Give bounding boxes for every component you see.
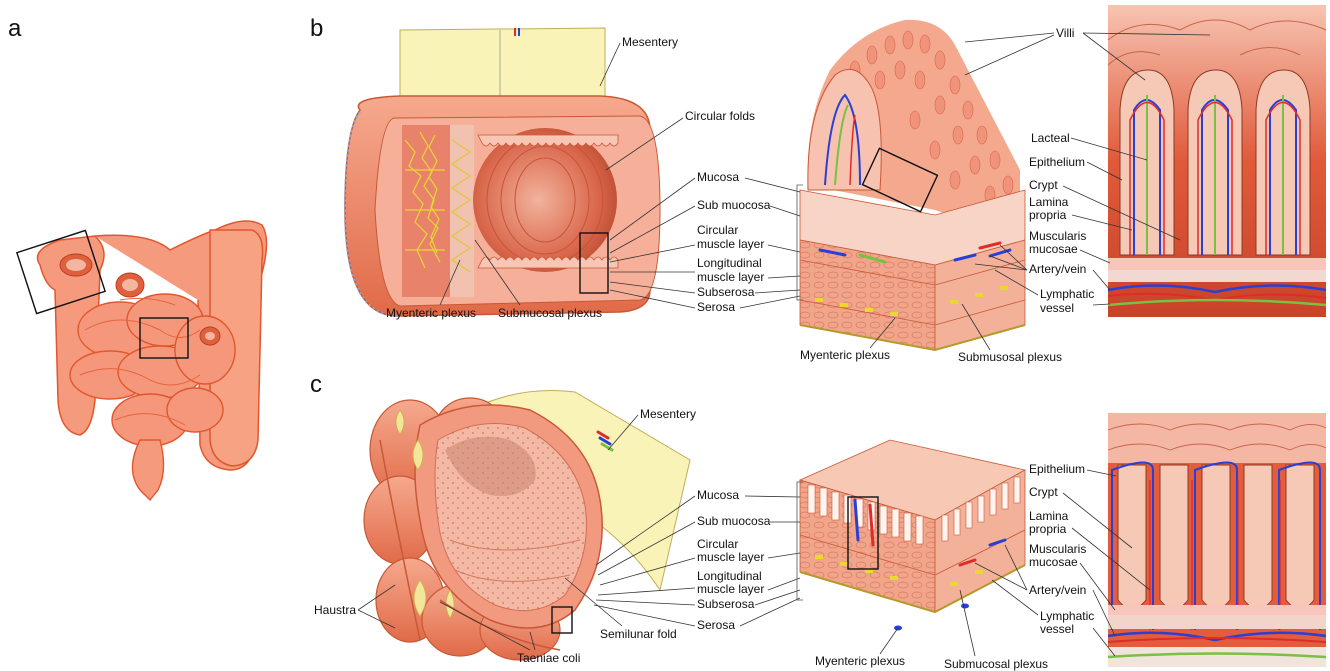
label-circular-muscle-b-2: muscle layer — [697, 237, 764, 251]
label-circular-folds: Circular folds — [685, 109, 755, 123]
label-submucosal-plexus-b-left: Submucosal plexus — [498, 306, 602, 320]
label-semilunar-fold: Semilunar fold — [600, 627, 677, 641]
label-lamina-propria-b-1: Lamina — [1029, 195, 1069, 209]
label-epithelium-c: Epithelium — [1029, 462, 1085, 476]
label-submucosal-plexus-c-block: Submucosal plexus — [944, 657, 1048, 671]
label-haustra: Haustra — [314, 603, 356, 617]
large-intestine-crypts-magnified — [1108, 413, 1326, 667]
label-muscularis-c-2: mucosae — [1029, 555, 1078, 569]
label-submucosal-plexus-b-block: Submusosal plexus — [958, 350, 1062, 364]
label-myenteric-plexus-c-block: Myenteric plexus — [815, 654, 905, 668]
label-sub-mucosa-b: Sub muocosa — [697, 198, 771, 212]
label-mucosa-b: Mucosa — [697, 170, 739, 184]
label-lamina-propria-b-2: propria — [1029, 208, 1067, 222]
label-serosa-b: Serosa — [697, 300, 735, 314]
label-mucosa-c: Mucosa — [697, 488, 739, 502]
label-crypt-b: Crypt — [1029, 178, 1058, 192]
label-lymphatic-b-2: vessel — [1040, 301, 1074, 315]
label-subserosa-b: Subserosa — [697, 285, 755, 299]
label-mesentery-c: Mesentery — [640, 407, 696, 421]
gi-tract-illustration — [38, 221, 267, 500]
label-subserosa-c: Subserosa — [697, 597, 755, 611]
label-taeniae-coli: Taeniae coli — [517, 651, 580, 665]
label-myenteric-plexus-b-block: Myenteric plexus — [800, 348, 890, 362]
label-lamina-propria-c-1: Lamina — [1029, 509, 1069, 523]
panel-label-c: c — [310, 371, 322, 398]
panel-label-b: b — [310, 15, 323, 42]
label-lymphatic-b-1: Lymphatic — [1040, 287, 1094, 301]
label-muscularis-c-1: Muscularis — [1029, 542, 1086, 556]
label-circular-muscle-c-1: Circular — [697, 537, 738, 551]
small-intestine-wall-block — [800, 20, 1025, 350]
label-lymphatic-c-2: vessel — [1040, 622, 1074, 636]
label-crypt-c: Crypt — [1029, 485, 1058, 499]
label-artery-vein-c: Artery/vein — [1029, 583, 1086, 597]
label-longitudinal-muscle-c-1: Longitudinal — [697, 569, 762, 583]
label-longitudinal-muscle-b-1: Longitudinal — [697, 256, 762, 270]
label-serosa-c: Serosa — [697, 618, 735, 632]
label-lymphatic-c-1: Lymphatic — [1040, 609, 1094, 623]
label-mesentery-b: Mesentery — [622, 35, 678, 49]
label-epithelium-b: Epithelium — [1029, 155, 1085, 169]
label-longitudinal-muscle-b-2: muscle layer — [697, 270, 764, 284]
label-lamina-propria-c-2: propria — [1029, 522, 1067, 536]
label-artery-vein-b: Artery/vein — [1029, 262, 1086, 276]
label-circular-muscle-c-2: muscle layer — [697, 550, 764, 564]
label-villi: Villi — [1056, 26, 1074, 40]
panel-label-a: a — [8, 15, 22, 42]
small-intestine-tube-illustration — [345, 28, 660, 316]
label-longitudinal-muscle-c-2: muscle layer — [697, 582, 764, 596]
label-muscularis-b-2: mucosae — [1029, 242, 1078, 256]
label-circular-muscle-b-1: Circular — [697, 223, 738, 237]
label-sub-mucosa-c: Sub muocosa — [697, 514, 771, 528]
small-intestine-villi-magnified — [1108, 5, 1326, 317]
label-muscularis-b-1: Muscularis — [1029, 229, 1086, 243]
label-myenteric-plexus-b-left: Myenteric plexus — [386, 306, 476, 320]
label-lacteal: Lacteal — [1031, 131, 1070, 145]
large-intestine-tube-illustration — [364, 390, 690, 660]
large-intestine-wall-block — [800, 440, 1025, 631]
